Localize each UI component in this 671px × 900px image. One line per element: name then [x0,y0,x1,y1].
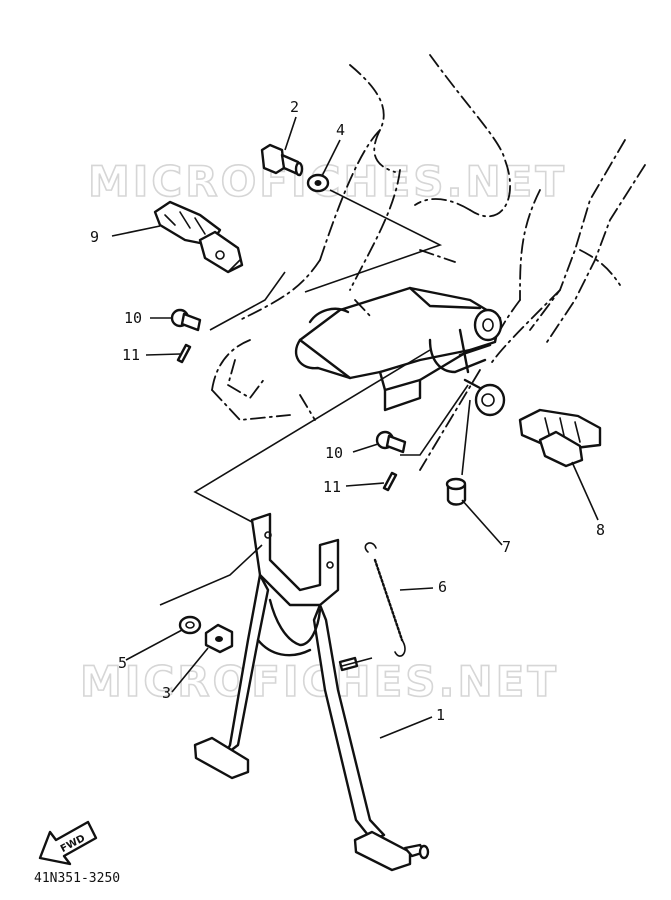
stand-bracket [294,286,506,417]
part-5-washer [178,615,202,635]
part-9-footrest [153,200,244,274]
callout-labels: 2 4 9 10 11 10 11 8 7 6 5 3 1 [90,98,605,724]
callout-11-lower: 11 [323,478,341,496]
callout-11-upper: 11 [122,346,140,364]
assembly-lines [159,189,471,667]
part-10-pin-upper [170,308,202,332]
diagram-code: 41N351-3250 [34,871,120,886]
part-10-pin-lower [375,430,407,454]
frame-outline [211,54,646,471]
callout-4: 4 [336,121,345,139]
callout-7: 7 [502,538,511,556]
fwd-arrow-icon: FWD [38,820,98,866]
part-7-stopper [445,477,467,506]
callout-8: 8 [596,521,605,539]
callout-1: 1 [436,706,445,724]
part-11-clip-upper [176,343,192,364]
part-3-nut [204,623,234,654]
part-4-washer [306,173,330,193]
callout-5: 5 [118,654,127,672]
callout-3: 3 [162,684,171,702]
callout-leaders [111,116,599,739]
callout-10-lower: 10 [325,444,343,462]
callout-10-upper: 10 [124,309,142,327]
callout-2: 2 [290,98,299,116]
callout-6: 6 [438,578,447,596]
part-8-footrest [518,408,602,468]
part-1-main-stand [193,512,430,872]
part-11-clip-lower [382,471,398,492]
part-2-bolt [260,143,304,177]
callout-9: 9 [90,228,99,246]
watermark-bottom: MICROFICHES.NET [80,657,559,706]
part-6-spring [364,542,406,657]
